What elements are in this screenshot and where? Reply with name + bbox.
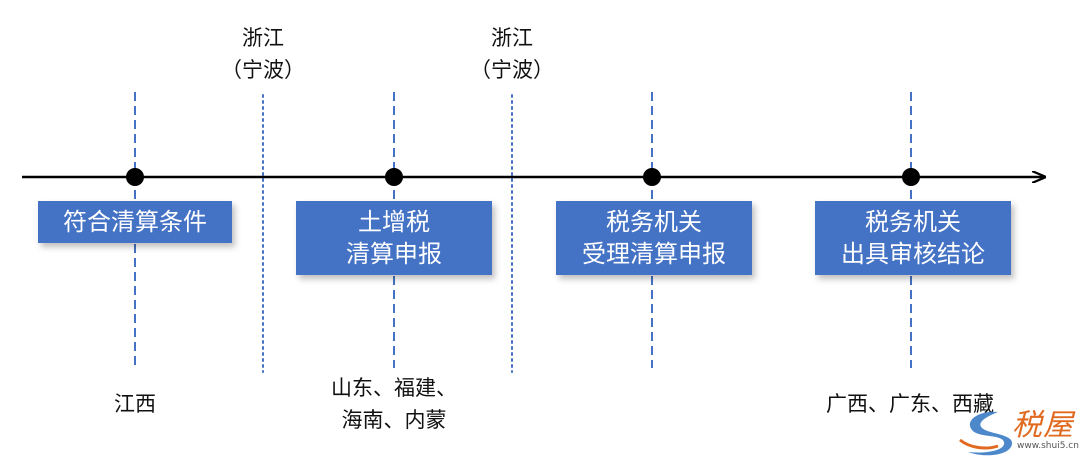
- bottom-region-shandong-group: 山东、福建、 海南、内蒙: [309, 372, 479, 436]
- top-marker-ningbo-1: 浙江 （宁波）: [213, 22, 313, 86]
- watermark-url: www.shui5.cn: [1017, 441, 1079, 451]
- region-label: 海南、内蒙: [341, 408, 447, 432]
- stage-label: 符合清算条件: [63, 208, 207, 236]
- region-label: 广西、广东、西藏: [826, 392, 994, 416]
- stage-box-conclusion: 税务机关 出具审核结论: [815, 201, 1011, 275]
- region-label: 江西: [114, 392, 156, 416]
- milestone-dot-3: [643, 168, 661, 186]
- stage-box-qualify: 符合清算条件: [38, 201, 232, 243]
- stage-label: 清算申报: [346, 240, 442, 268]
- bottom-region-guangxi-group: 广西、广东、西藏: [805, 388, 1015, 420]
- stage-box-accept: 税务机关 受理清算申报: [556, 201, 752, 275]
- watermark-text: 税屋: [1012, 408, 1074, 443]
- region-label: 山东、福建、: [331, 376, 457, 400]
- milestone-dots: [126, 168, 920, 186]
- stage-label: 土增税: [358, 208, 430, 236]
- milestone-dot-4: [902, 168, 920, 186]
- marker-label: （宁波）: [221, 58, 305, 82]
- stage-box-declare: 土增税 清算申报: [296, 201, 492, 275]
- top-marker-ningbo-2: 浙江 （宁波）: [462, 22, 562, 86]
- milestone-dot-1: [126, 168, 144, 186]
- marker-label: 浙江: [242, 26, 284, 50]
- stage-label: 受理清算申报: [582, 240, 726, 268]
- region-dotted-lines: [262, 94, 513, 373]
- marker-label: 浙江: [491, 26, 533, 50]
- milestone-dot-2: [385, 168, 403, 186]
- bottom-region-jiangxi: 江西: [85, 388, 185, 420]
- stage-label: 税务机关: [606, 208, 702, 236]
- stage-label: 出具审核结论: [841, 240, 985, 268]
- stage-label: 税务机关: [865, 208, 961, 236]
- marker-label: （宁波）: [470, 58, 554, 82]
- shui5-logo-watermark: [959, 411, 1013, 456]
- milestone-dashed-lines: [134, 92, 912, 368]
